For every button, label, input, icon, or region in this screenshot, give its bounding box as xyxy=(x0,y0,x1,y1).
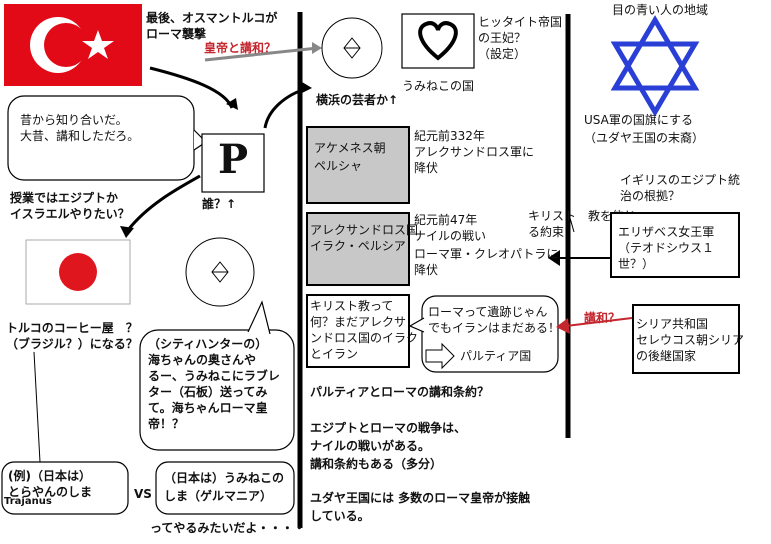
england-line2: 治の根拠？ xyxy=(620,189,681,203)
middle-text-line5: ユダヤ王国には 多数のローマ皇帝が接触 xyxy=(310,491,531,505)
city-hunter-line2: 海ちゃんの奥さんや xyxy=(148,353,257,367)
christian-box: キリスト教って 何？まだアレクサ ンドロス国のイラク とイラン xyxy=(306,294,418,368)
alexander-box-line1: アレクサンドロス国 xyxy=(310,223,419,237)
elizabeth-line2: （テオドシウス１ xyxy=(618,241,715,255)
lesson-line2: イスラエルやりたい？ xyxy=(10,207,130,221)
alexander-note4: 降伏 xyxy=(414,263,439,277)
city-hunter-line4: ター（石板）送ってみ xyxy=(148,385,268,399)
christian-line3: ンドロス国のイラク xyxy=(310,331,419,345)
achaemenid-box-line1: アケメネス朝 xyxy=(314,141,386,155)
p-card xyxy=(201,133,265,193)
achaemenid-box-line2: ペルシャ xyxy=(314,159,363,173)
usa-line1: USA軍の国旗にする xyxy=(584,113,693,127)
rome-bubble-line1: ローマって遺跡じゃん xyxy=(428,305,548,319)
city-hunter-line1: （シティハンターの） xyxy=(148,337,268,351)
christian-line4: とイラン xyxy=(310,347,359,361)
who-label: 誰？↑ xyxy=(202,197,237,211)
achaemenid-box: アケメネス朝 ペルシャ xyxy=(306,126,410,204)
alexander-box: アレクサンドロス国 イラク・ペルシア xyxy=(306,212,418,286)
example-right-line1: （日本は）うみねこの xyxy=(164,471,285,485)
christian-line1: キリスト教って xyxy=(310,299,394,313)
japan-flag xyxy=(25,239,131,305)
elizabeth-line1: エリザベス女王軍 xyxy=(618,225,715,239)
star-of-david-icon xyxy=(610,15,700,117)
hittite-line1: ヒッタイト帝国 xyxy=(478,15,563,29)
elizabeth-line3: 世？） xyxy=(618,257,655,271)
diamond-icon xyxy=(211,261,229,283)
vs-label: VS xyxy=(134,487,152,501)
christian-line2: 何？まだアレクサ xyxy=(310,315,407,329)
city-hunter-bubble xyxy=(139,329,295,451)
p-glyph: P xyxy=(218,136,249,183)
arrow-syria xyxy=(565,317,633,327)
alexander-note3: ローマ軍・クレオパトラに xyxy=(414,247,559,261)
speech-left-line1: 昔から知り合いだ。 xyxy=(20,113,128,127)
city-hunter-line5: て。海ちゃんローマ皇 xyxy=(148,401,268,415)
middle-text-line4: 講和条約もある（多分） xyxy=(310,457,443,471)
turkey-text-line1: 最後、オスマントルコが xyxy=(146,11,278,25)
coffee-line1: トルコのコーヒー屋 ？ xyxy=(6,321,138,335)
example-right-line2: しま（ゲルマニア） xyxy=(164,489,273,503)
example-left-line2: とらやんのしま xyxy=(8,485,93,499)
grey-arrow xyxy=(204,46,319,62)
rome-bubble-line2: でもイランはまだある！ xyxy=(428,321,561,335)
hittite-line3: （設定） xyxy=(478,47,527,61)
turkey-flag xyxy=(4,4,142,86)
example-left-line1: (例)（日本は） xyxy=(8,469,91,483)
trajanus-label: Trajanus xyxy=(4,496,52,507)
speech-left-line2: 大昔、講和しただろ。 xyxy=(20,129,140,143)
example-left-bubble xyxy=(1,461,129,515)
city-hunter-line6: 帝！？ xyxy=(148,417,185,431)
hittite-line2: の王妃？ xyxy=(478,31,527,45)
turkey-text-line2: ローマ襲撃 xyxy=(146,27,207,41)
alexander-note2: ナイルの戦い xyxy=(414,229,487,243)
example-right-bubble xyxy=(155,461,295,515)
diamond-icon xyxy=(343,37,361,59)
syria-line2: セレウコス朝シリア xyxy=(636,333,745,347)
middle-text-line2: エジプトとローマの戦争は、 xyxy=(310,421,467,435)
middle-text-line1: パルティアとローマの講和条約？ xyxy=(310,385,490,399)
city-hunter-line3: るー、うみねこにラブレ xyxy=(148,369,280,383)
umineko-country-label: うみねこの国 xyxy=(402,79,475,93)
arrow-p-down xyxy=(126,174,201,231)
crescent-star-icon xyxy=(82,30,114,59)
christ-belief-line2: る約束 xyxy=(528,225,565,239)
lesson-line1: 授業ではエジプトか xyxy=(10,191,119,205)
rome-bubble xyxy=(421,295,559,373)
peace-question-top: 皇帝と講和？ xyxy=(204,41,277,55)
england-line1: イギリスのエジプト統 xyxy=(620,173,741,187)
hollow-arrow-icon xyxy=(425,342,455,370)
christ-belief-line1: キリスト 教を信じ xyxy=(528,209,637,223)
achaemenid-note2: アレクサンドロス軍に xyxy=(414,145,535,159)
star-caption: 目の青い人の地域 xyxy=(612,3,709,17)
usa-line2: （ユダヤ王国の末裔） xyxy=(584,131,705,145)
footer-text: ってやるみたいだよ・・・・ xyxy=(150,521,306,535)
middle-text-line3: ナイルの戦いがある。 xyxy=(310,439,431,453)
middle-text-line6: している。 xyxy=(310,509,370,523)
syria-line3: の後継国家 xyxy=(636,349,697,363)
peace-question-right: 講和？ xyxy=(584,311,621,325)
yokohama-label: 横浜の芸者か↑ xyxy=(316,93,399,107)
coffee-line2: （ブラジル？）になる？ xyxy=(6,337,138,351)
alexander-note1: 紀元前47年 xyxy=(414,213,478,227)
elizabeth-box: エリザベス女王軍 （テオドシウス１ 世？） xyxy=(610,212,740,278)
syria-box: シリア共和国 セレウコス朝シリア の後継国家 xyxy=(632,304,744,374)
achaemenid-note1: 紀元前332年 xyxy=(414,129,485,143)
heart-icon xyxy=(418,21,458,61)
syria-line1: シリア共和国 xyxy=(636,317,709,331)
achaemenid-note3: 降伏 xyxy=(414,161,439,175)
alexander-box-line2: イラク・ペルシア xyxy=(310,239,406,253)
parthia-label: パルティア国 xyxy=(460,349,532,363)
connector-line xyxy=(33,351,41,463)
